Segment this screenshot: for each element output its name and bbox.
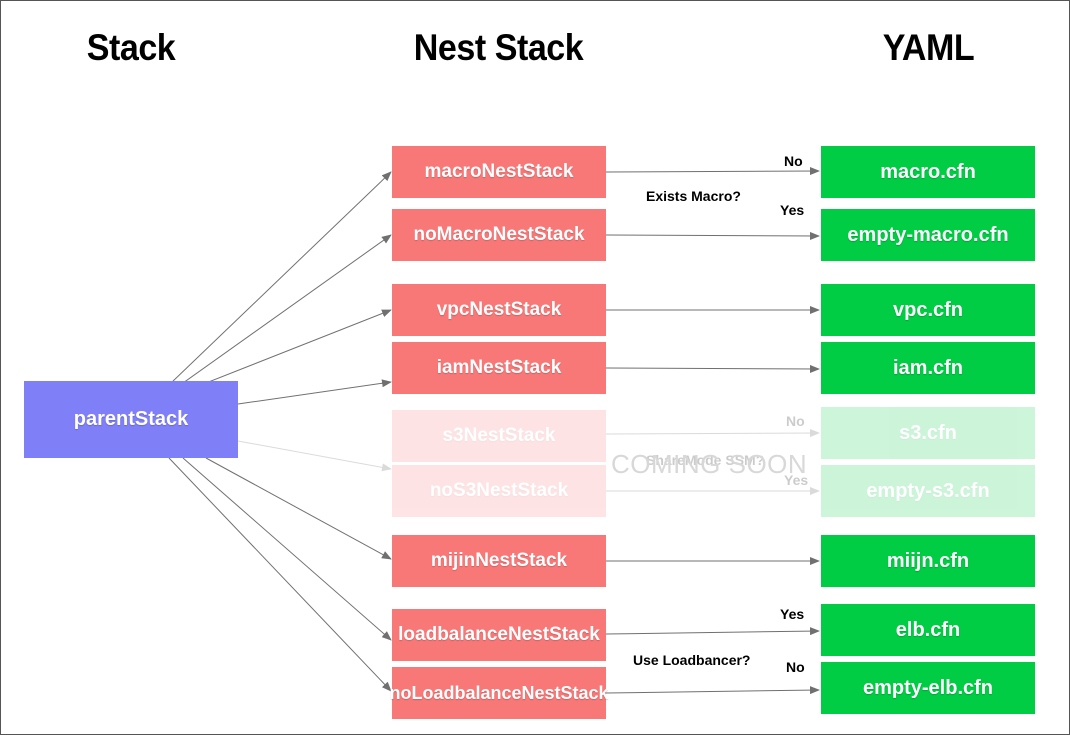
nest-stack-iam[interactable]: iamNestStack [392, 342, 606, 394]
arrow-s3-yaml [605, 429, 820, 438]
nest-stack-noloadbalance[interactable]: noLoadbalanceNestStack [389, 667, 609, 719]
lb-no-label: No [786, 659, 805, 675]
arrow-parent-macro [170, 171, 392, 384]
yaml-empty-macro[interactable]: empty-macro.cfn [821, 209, 1035, 261]
s3-condition-label: ShareMode SSM? [646, 452, 765, 468]
nest-stack-loadbalance[interactable]: loadbalanceNestStack [392, 609, 606, 661]
lb-condition-label: Use Loadbancer? [633, 652, 751, 668]
parent-stack-box[interactable]: parentStack [24, 381, 238, 458]
arrow-parent-vpc [205, 309, 392, 384]
macro-yes-label: Yes [780, 202, 805, 218]
yaml-empty-s3[interactable]: empty-s3.cfn [821, 465, 1035, 517]
nest-stack-nomacro[interactable]: noMacroNestStack [392, 209, 606, 261]
yaml-empty-elb[interactable]: empty-elb.cfn [821, 662, 1035, 714]
arrow-parent-iam [237, 379, 392, 405]
stack-column-title: Stack [86, 27, 176, 68]
arrow-nomacro-yaml [605, 231, 820, 240]
arrow-lb-yaml [605, 627, 820, 636]
s3-yes-label: Yes [784, 472, 809, 488]
coming-soon-watermark: COMING SOON [611, 449, 808, 479]
arrow-macro-yaml [605, 167, 820, 176]
macro-condition-label: Exists Macro? [646, 188, 741, 204]
yaml-miijn[interactable]: miijn.cfn [821, 535, 1035, 587]
s3-no-label: No [786, 413, 805, 429]
arrow-parent-loadbalance [182, 457, 392, 641]
yaml-column-title: YAML [882, 27, 975, 68]
nest-stack-macro[interactable]: macroNestStack [392, 146, 606, 198]
arrow-iam-yaml [605, 364, 820, 373]
nest-stack-vpc[interactable]: vpcNestStack [392, 284, 606, 336]
yaml-s3[interactable]: s3.cfn [821, 407, 1035, 459]
nest-stack-mijin[interactable]: mijinNestStack [392, 535, 606, 587]
lb-yes-label: Yes [780, 606, 805, 622]
arrow-parent-noloadbalance [168, 457, 392, 692]
yaml-vpc[interactable]: vpc.cfn [821, 284, 1035, 336]
yaml-iam[interactable]: iam.cfn [821, 342, 1035, 394]
yaml-elb[interactable]: elb.cfn [821, 604, 1035, 656]
arrow-parent-mijin [205, 457, 392, 560]
arrow-parent-nos3 [237, 440, 392, 472]
yaml-macro[interactable]: macro.cfn [821, 146, 1035, 198]
arrow-parent-nomacro [182, 234, 392, 384]
nest-stack-s3[interactable]: s3NestStack [392, 410, 606, 462]
macro-no-label: No [784, 153, 803, 169]
arrow-nolb-yaml [605, 686, 820, 695]
nest-stack-column-title: Nest Stack [413, 27, 584, 68]
nest-stack-nos3[interactable]: noS3NestStack [392, 465, 606, 517]
